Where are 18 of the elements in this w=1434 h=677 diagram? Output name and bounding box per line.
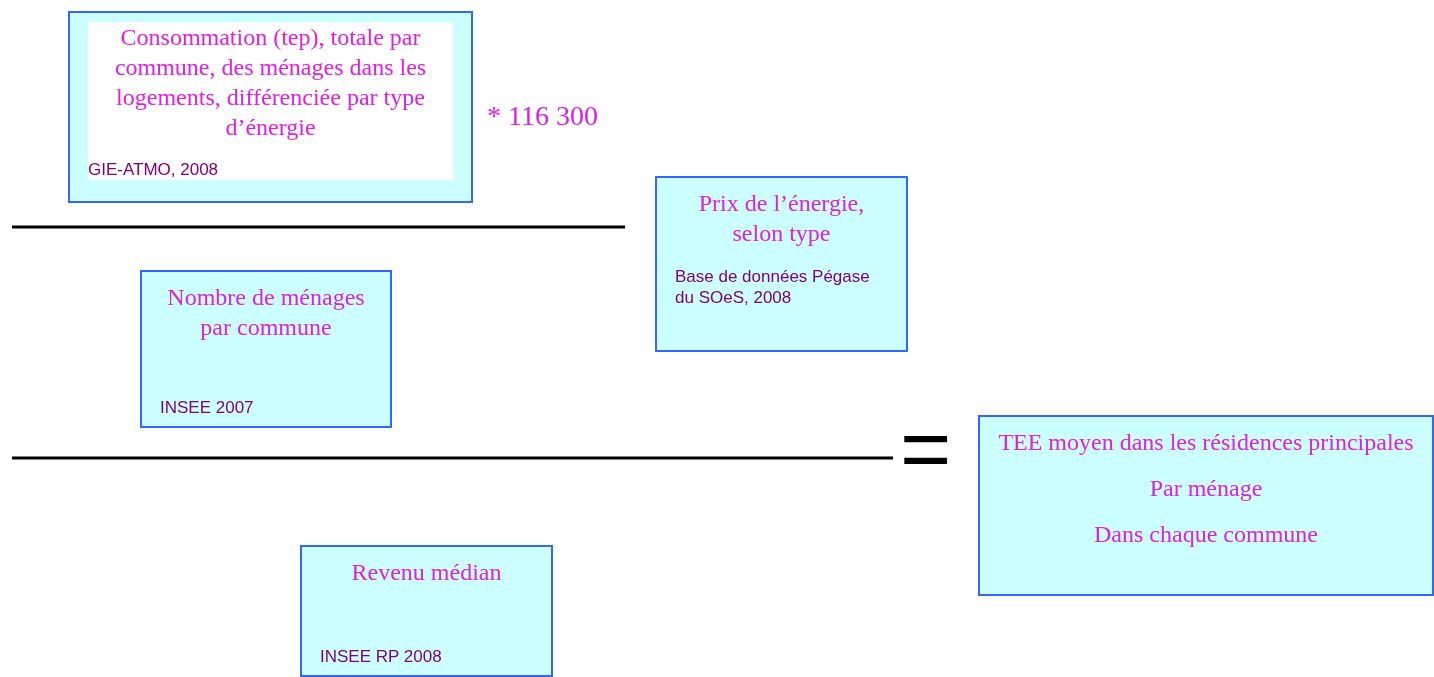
data-box	[300, 545, 553, 677]
data-box	[655, 176, 908, 352]
box-title: Nombre de ménages par commune	[166, 283, 366, 342]
box-title: Revenu médian	[350, 558, 503, 587]
multiplier-label: * 116 300	[487, 100, 598, 132]
data-box	[68, 11, 473, 203]
data-box	[978, 415, 1434, 596]
source-note: Base de données Pégase du SOeS, 2008	[675, 266, 871, 308]
source-note: GIE-ATMO, 2008	[88, 159, 219, 180]
source-note: INSEE RP 2008	[320, 646, 442, 667]
box-title: TEE moyen dans les résidences principales	[998, 428, 1414, 457]
box-title: Prix de l’énergie, selon type	[697, 189, 866, 248]
data-box	[140, 270, 392, 428]
equals-sign: =	[900, 405, 952, 493]
box-title: Dans chaque commune	[1093, 520, 1319, 549]
box-title: Par ménage	[1148, 474, 1264, 503]
box-title: Consommation (tep), totale par commune, des ménages dans les logements, différenciée par type d’énergie	[113, 23, 428, 142]
source-note: INSEE 2007	[160, 397, 254, 418]
